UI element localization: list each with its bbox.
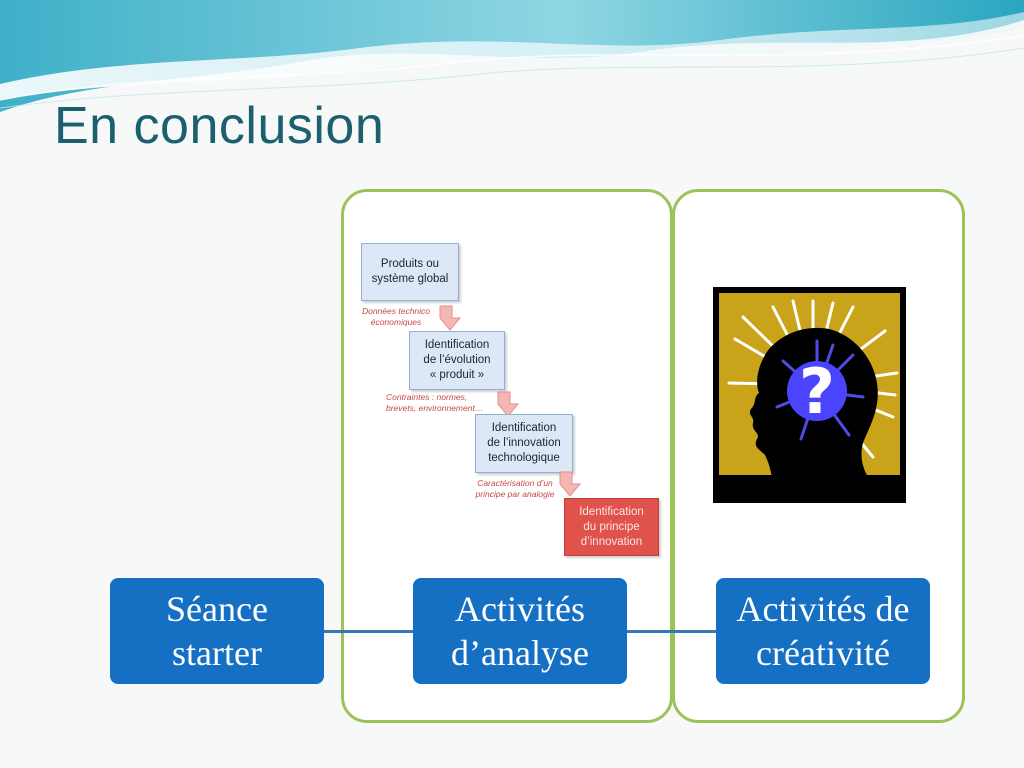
flow-note-data: Données technico économiques — [361, 306, 431, 327]
svg-text:?: ? — [799, 355, 835, 428]
connector-line — [627, 630, 716, 633]
process-flowchart: Produits ou système global Données techn… — [356, 240, 666, 560]
flow-note-constraints: Contraintes : normes, brevets, environne… — [386, 392, 484, 413]
seance-starter-box: Séance starter — [110, 578, 324, 684]
flow-arrow-icon — [497, 391, 520, 417]
flow-step-product: Produits ou système global — [361, 243, 459, 301]
flow-step-innovation: Identification de l’innovation technolog… — [475, 414, 573, 473]
question-head-icon: ? — [713, 287, 906, 503]
creativity-activities-box: Activités de créativité — [716, 578, 930, 684]
slide-title: En conclusion — [54, 97, 385, 155]
flow-arrow-icon — [439, 305, 462, 331]
wave-decoration — [0, 0, 1024, 112]
flow-note-analogy: Caractérisation d’un principe par analog… — [475, 478, 555, 499]
flow-step-principle: Identification du principe d’innovation — [564, 498, 659, 556]
connector-line — [324, 630, 413, 633]
analysis-activities-box: Activités d’analyse — [413, 578, 627, 684]
flow-arrow-icon — [559, 471, 582, 497]
flow-step-evolution: Identification de l’évolution « produit … — [409, 331, 505, 390]
